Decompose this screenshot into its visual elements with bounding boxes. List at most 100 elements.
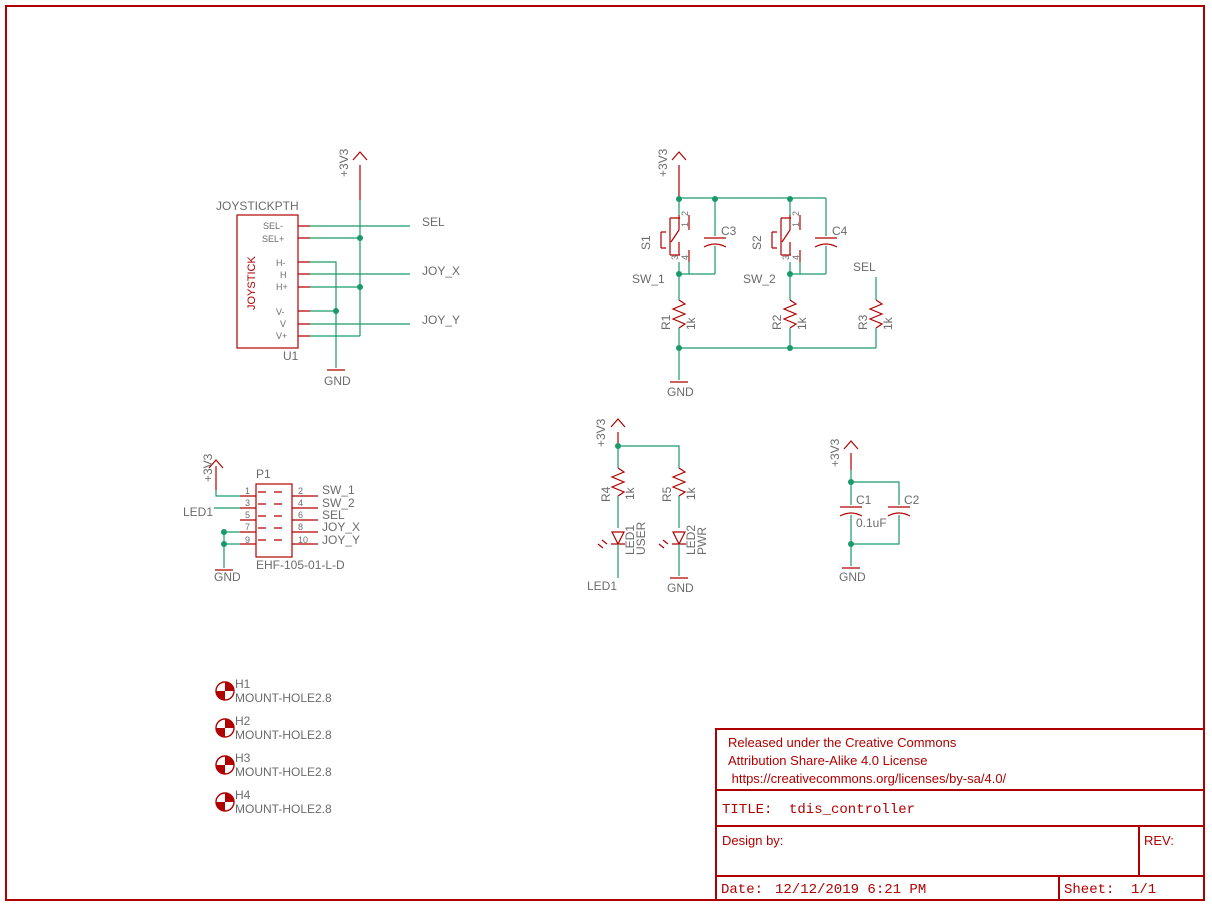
- mount-hole-h1[interactable]: H1 MOUNT-HOLE2.8: [215, 677, 332, 705]
- connector-body: [255, 483, 293, 558]
- mount-hole-h3[interactable]: H3 MOUNT-HOLE2.8: [215, 751, 332, 779]
- h1-part: MOUNT-HOLE2.8: [235, 691, 332, 705]
- p1-pin-9: 9: [245, 535, 250, 545]
- r5-value: 1k: [684, 486, 698, 500]
- led-supply-label: +3V3: [594, 418, 608, 447]
- p1-net-sw1: SW_1: [322, 483, 355, 497]
- led-led1[interactable]: LED1 USER: [597, 521, 648, 555]
- h3-ref: H3: [235, 751, 251, 765]
- joystick-body: [236, 214, 299, 349]
- capacitor-c4[interactable]: C4: [814, 224, 848, 274]
- led-led2[interactable]: LED2 PWR: [658, 525, 709, 555]
- resistor-r2[interactable]: R2 1k: [770, 299, 809, 330]
- h1-ref: H1: [235, 677, 251, 691]
- c1-ref: C1: [856, 493, 872, 507]
- r3-value: 1k: [881, 316, 895, 330]
- sheet-value: 1/1: [1131, 882, 1156, 898]
- sheet-frame: [5, 5, 1205, 901]
- resistor-r1[interactable]: R1 1k: [659, 299, 698, 330]
- led2-ref: LED2: [684, 525, 698, 555]
- mount-hole-h2[interactable]: H2 MOUNT-HOLE2.8: [215, 714, 332, 742]
- p1-pin-6: 6: [298, 510, 303, 520]
- switch-net-sw2: SW_2: [743, 272, 776, 286]
- switch-net-sel: SEL: [853, 260, 876, 274]
- joystick-wires: +3V3 SEL JOY_X JOY_Y GND: [310, 148, 460, 388]
- c4-ref: C4: [832, 224, 848, 238]
- led1-ref: LED1: [623, 525, 637, 555]
- joystick-pin-sel-minus: SEL-: [263, 221, 283, 231]
- r4-value: 1k: [623, 486, 637, 500]
- resistor-r4[interactable]: R4 1k: [599, 467, 637, 502]
- joystick-pin-h-minus: H-: [276, 258, 286, 268]
- design-by-label: Design by:: [722, 833, 783, 848]
- joystick-body-text: JOYSTICK: [246, 256, 258, 310]
- connector-supply-label: +3V3: [201, 453, 215, 482]
- title-block-frame: [715, 728, 1205, 901]
- s1-ref: S1: [639, 235, 653, 250]
- joystick-gnd-label: GND: [324, 374, 351, 388]
- s1-pin-2: 2: [680, 211, 690, 216]
- led2-value: PWR: [695, 527, 709, 555]
- capacitor-c2[interactable]: C2: [887, 493, 920, 517]
- license-line-3: https://creativecommons.org/licenses/by-…: [728, 771, 1007, 786]
- r4-ref: R4: [599, 486, 613, 502]
- joystick-ref: U1: [283, 349, 299, 363]
- switch-s1[interactable]: 1 2 3 4 S1: [639, 211, 690, 262]
- p1-pin-3: 3: [245, 498, 250, 508]
- mount-hole-h4[interactable]: H4 MOUNT-HOLE2.8: [215, 788, 332, 816]
- switch-net-sw1: SW_1: [632, 272, 665, 286]
- r1-value: 1k: [684, 316, 698, 330]
- joystick-name: JOYSTICKPTH: [216, 199, 299, 213]
- capacitor-c1[interactable]: C1 0.1uF: [839, 493, 887, 530]
- caps-gnd-label: GND: [839, 570, 866, 584]
- s2-pin-4: 4: [791, 255, 801, 260]
- sheet-label: Sheet:: [1064, 882, 1114, 898]
- title-label: TITLE:: [722, 802, 772, 818]
- h3-part: MOUNT-HOLE2.8: [235, 765, 332, 779]
- h4-part: MOUNT-HOLE2.8: [235, 802, 332, 816]
- joystick-pin-v-plus: V+: [276, 331, 287, 341]
- p1-net-sel: SEL: [322, 508, 345, 522]
- s2-pin-3: 3: [781, 255, 791, 260]
- c1-value: 0.1uF: [856, 516, 887, 530]
- r2-value: 1k: [795, 316, 809, 330]
- license-line-1: Released under the Creative Commons: [728, 735, 957, 750]
- p1-net-sw2: SW_2: [322, 496, 355, 510]
- p1-net-led1: LED1: [183, 505, 213, 519]
- resistor-r3[interactable]: R3 1k: [856, 299, 895, 330]
- date-value: 12/12/2019 6:21 PM: [775, 882, 926, 898]
- p1-pin-10: 10: [298, 535, 308, 545]
- p1-pin-4: 4: [298, 498, 303, 508]
- h2-part: MOUNT-HOLE2.8: [235, 728, 332, 742]
- p1-net-joy-x: JOY_X: [322, 520, 360, 534]
- p1-pin-2: 2: [298, 486, 303, 496]
- s1-pin-3: 3: [670, 255, 680, 260]
- p1-pin-1: 1: [245, 486, 250, 496]
- r5-ref: R5: [660, 486, 674, 502]
- joystick-u1[interactable]: JOYSTICKPTH JOYSTICK SEL- SEL+ H- H H+ V…: [216, 199, 310, 363]
- joystick-net-joy-y: JOY_Y: [422, 313, 460, 327]
- title-block: Released under the Creative Commons Attr…: [715, 728, 1205, 901]
- rev-label: REV:: [1144, 833, 1174, 848]
- p1-net-joy-y: JOY_Y: [322, 533, 360, 547]
- date-label: Date:: [721, 882, 763, 898]
- joystick-pin-v: V: [280, 319, 286, 329]
- h2-ref: H2: [235, 714, 251, 728]
- joystick-pin-h: H: [280, 270, 287, 280]
- s1-pin-4: 4: [680, 255, 690, 260]
- r3-ref: R3: [856, 314, 870, 330]
- license-line-2: Attribution Share-Alike 4.0 License: [728, 753, 927, 768]
- connector-p1[interactable]: +3V3 P1 1 3 5 7 9 2 4 6 8 10 SW_1 SW_2 S…: [183, 453, 360, 584]
- switch-supply-label: +3V3: [656, 148, 670, 177]
- joystick-net-sel: SEL: [422, 215, 445, 229]
- p1-pin-5: 5: [245, 510, 250, 520]
- resistor-r5[interactable]: R5 1k: [660, 467, 698, 502]
- switch-s2[interactable]: 1 2 3 4 S2: [750, 211, 801, 262]
- switch-section: +3V3 1 2 3 4 S1 C3 SW_1 1 2: [632, 148, 895, 399]
- s2-pin-2: 2: [791, 211, 801, 216]
- c3-ref: C3: [721, 224, 737, 238]
- c2-ref: C2: [904, 493, 920, 507]
- capacitor-c3[interactable]: C3: [703, 224, 737, 274]
- p1-pin-8: 8: [298, 522, 303, 532]
